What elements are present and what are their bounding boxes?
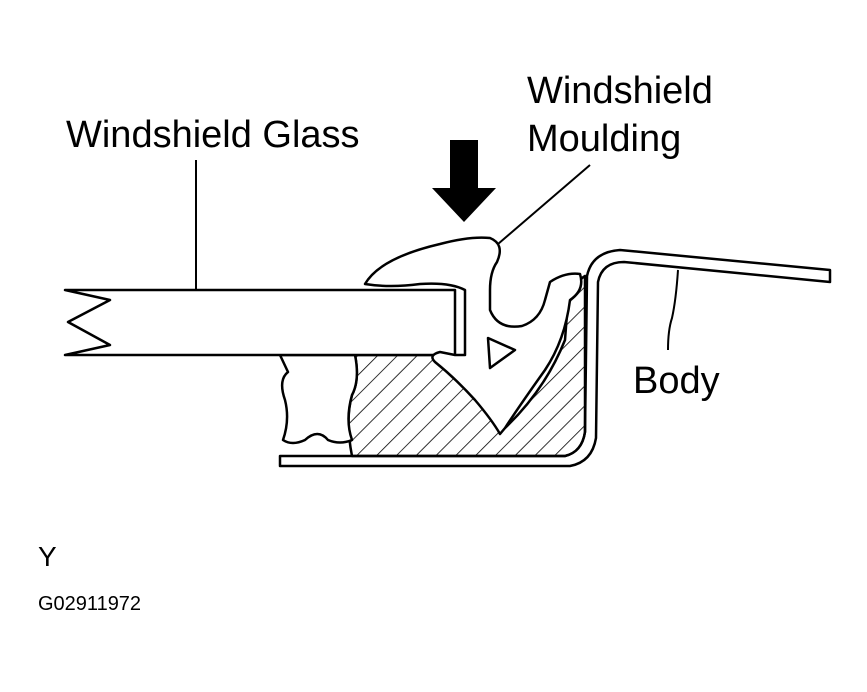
windshield-glass <box>63 288 457 357</box>
body-label: Body <box>633 360 720 402</box>
figure-code: G02911972 <box>38 593 142 615</box>
windshield-glass-label: Windshield Glass <box>66 114 360 156</box>
windshield-moulding <box>363 236 583 436</box>
spacer-block <box>278 353 359 445</box>
body-leader-line <box>667 269 679 351</box>
windshield-moulding-label-line1: Windshield <box>527 70 713 112</box>
moulding-leader-line <box>497 164 591 245</box>
moulding-void <box>486 336 517 370</box>
windshield-moulding-label-line2: Moulding <box>527 118 682 160</box>
view-letter: Y <box>38 541 57 572</box>
press-arrow-icon <box>432 140 496 222</box>
